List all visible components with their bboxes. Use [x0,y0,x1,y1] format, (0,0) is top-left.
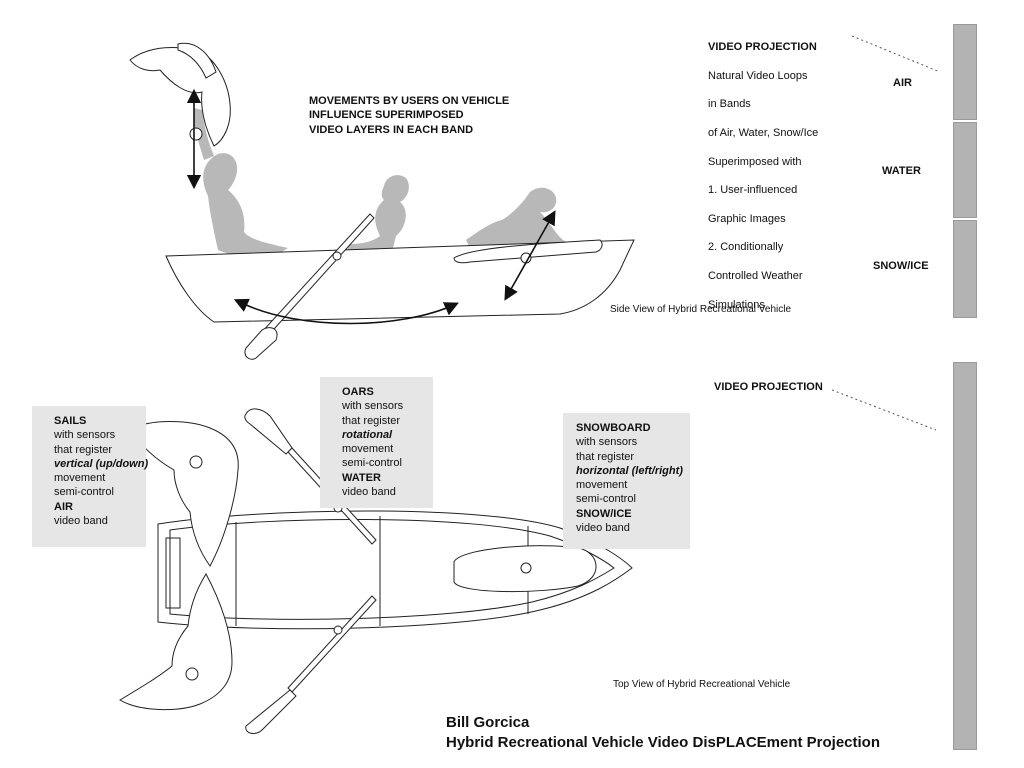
credit-author: Bill Gorcica [446,714,530,731]
sails-line: movement [54,472,106,485]
side-heading-line: MOVEMENTS BY USERS ON VEHICLE [309,95,510,107]
projection-body-line: Graphic Images [708,212,786,225]
oars-title: OARS [342,386,374,398]
sails-movement: vertical (up/down) [54,457,149,470]
sails-band: AIR [54,500,73,513]
projection-bottom-title: VIDEO PROJECTION [714,381,823,393]
projection-body-line: of Air, Water, Snow/Ice [708,127,819,140]
snowboard-line: movement [576,479,628,492]
oars-movement: rotational [342,428,393,441]
projection-body-line: Simulations [708,298,765,311]
band-label-snow-ice: SNOW/ICE [873,260,929,272]
snowboard-band-suffix: video band [576,522,630,535]
projection-screen-bottom [953,362,977,750]
credit-project: Hybrid Recreational Vehicle Video DisPLA… [446,734,881,751]
top-leader-line [851,35,941,73]
side-view-heading: MOVEMENTS BY USERS ON VEHICLE INFLUENCE … [309,94,509,137]
snowboard-title: SNOWBOARD [576,422,651,434]
projection-body-line: 2. Conditionally [708,241,784,254]
projection-body-line: Superimposed with [708,155,802,168]
projection-band-air [953,24,977,120]
oars-line: movement [342,443,394,456]
sails-line: with sensors [54,429,116,442]
projection-description: VIDEO PROJECTION Natural Video Loops in … [708,26,818,326]
snowboard-line: with sensors [576,436,638,449]
projection-body-line: Controlled Weather [708,270,803,283]
oars-line: with sensors [342,400,404,413]
band-label-water: WATER [882,165,921,177]
top-boat [157,510,633,630]
side-sail-shape [129,42,231,147]
top-view-caption: Top View of Hybrid Recreational Vehicle [613,679,791,690]
side-view-caption: Side View of Hybrid Recreational Vehicle [610,304,792,315]
projection-title: VIDEO PROJECTION [708,41,817,54]
side-heading-line: VIDEO LAYERS IN EACH BAND [309,123,474,136]
side-heading-line: INFLUENCE SUPERIMPOSED [309,109,464,122]
sails-line: that register [54,443,113,456]
sails-info-box: SAILS with sensors that register vertica… [32,406,149,547]
credit-block: Bill Gorcica Hybrid Recreational Vehicle… [446,713,880,753]
bottom-leader-line [831,389,937,431]
snowboard-info-box: SNOWBOARD with sensors that register hor… [563,413,690,549]
projection-body-line: 1. User-influenced [708,184,798,197]
oars-line: that register [342,414,401,427]
side-arrows [186,88,556,325]
projection-band-snow-ice [953,220,977,318]
snowboard-movement: horizontal (left/right) [576,464,683,477]
oars-info-box: OARS with sensors that register rotation… [320,377,433,508]
sails-line: semi-control [54,486,114,499]
band-label-air: AIR [893,77,912,89]
oars-band-suffix: video band [342,486,396,499]
oars-band: WATER [342,471,381,484]
snowboard-band: SNOW/ICE [576,507,632,520]
oars-line: semi-control [342,457,402,470]
snowboard-line: semi-control [576,493,636,506]
snowboard-line: that register [576,450,635,463]
top-sails [119,421,239,711]
sails-title: SAILS [54,415,87,427]
projection-body-line: in Bands [708,98,751,111]
sails-band-suffix: video band [54,515,108,528]
projection-body-line: Natural Video Loops [708,69,808,82]
projection-band-water [953,122,977,218]
